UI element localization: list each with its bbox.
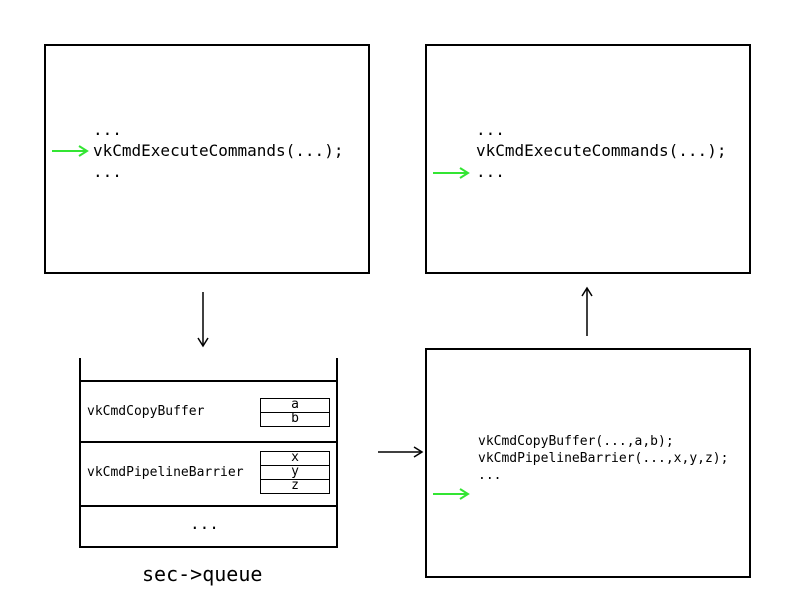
current-position-arrow-icon	[52, 145, 89, 157]
queue-command: vkCmdPipelineBarrier	[87, 465, 244, 480]
queue-arg-cell: z	[260, 479, 330, 494]
panel-bottom-right	[425, 348, 751, 578]
current-position-arrow-icon	[433, 167, 470, 179]
current-position-arrow-icon	[433, 488, 470, 500]
code-line: vkCmdPipelineBarrier(...,x,y,z);	[478, 451, 729, 466]
right-arrow-icon	[378, 446, 424, 458]
panel-top-right	[425, 44, 751, 274]
down-arrow-icon	[197, 292, 209, 348]
code-line: ...	[476, 162, 505, 181]
queue-arg-cell: b	[260, 412, 330, 427]
queue-command: vkCmdCopyBuffer	[87, 404, 205, 419]
code-line: ...	[478, 468, 502, 483]
up-arrow-icon	[581, 286, 593, 336]
code-line: vkCmdExecuteCommands(...);	[476, 141, 727, 160]
queue-left-wall	[79, 358, 81, 548]
code-line: ...	[93, 162, 122, 181]
code-line: vkCmdCopyBuffer(...,a,b);	[478, 434, 674, 449]
queue-bottom	[79, 546, 338, 548]
queue-divider	[79, 380, 338, 382]
queue-divider	[79, 505, 338, 507]
queue-divider	[79, 441, 338, 443]
code-line: ...	[476, 120, 505, 139]
queue-ellipsis: ...	[190, 514, 219, 533]
code-line: vkCmdExecuteCommands(...);	[93, 141, 344, 160]
panel-top-left	[44, 44, 370, 274]
code-line: ...	[93, 120, 122, 139]
queue-caption: sec->queue	[142, 562, 263, 586]
queue-right-wall	[336, 358, 338, 548]
